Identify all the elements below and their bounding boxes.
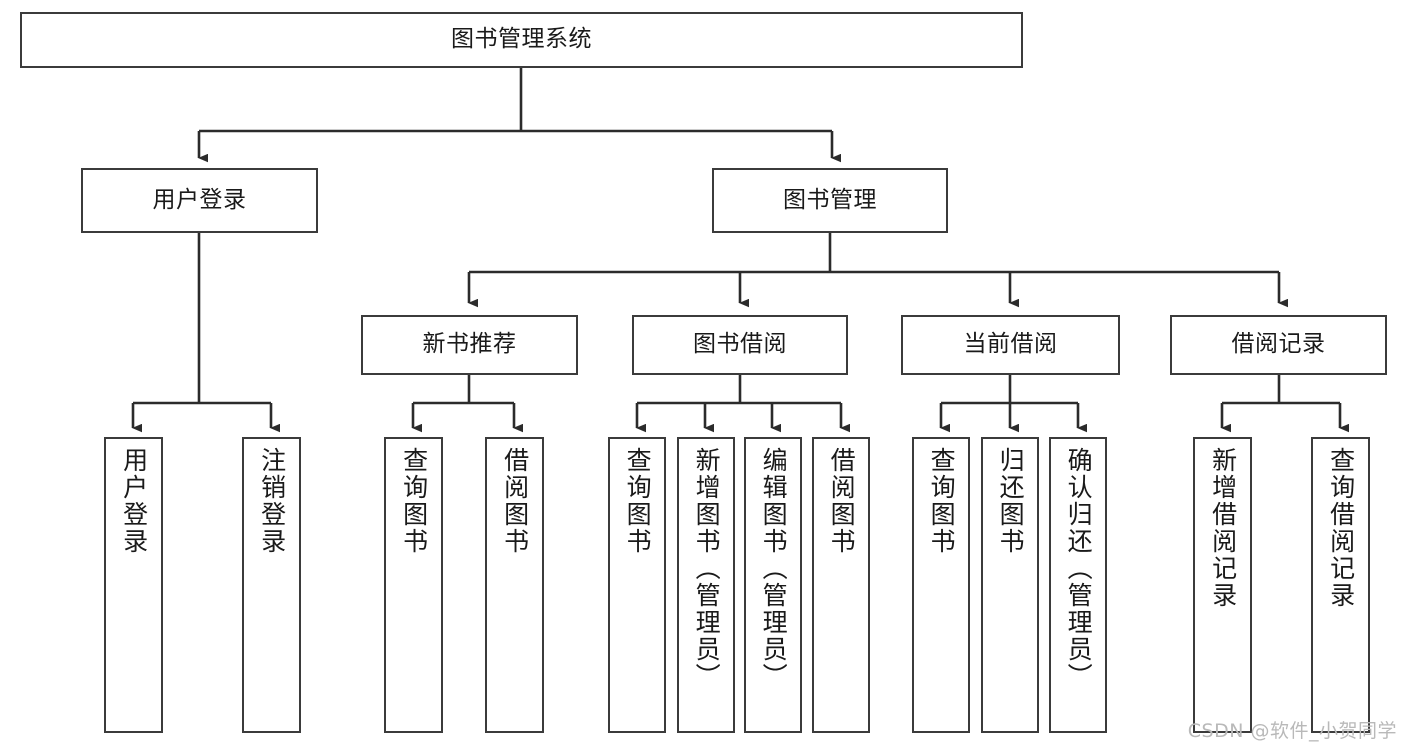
node-current-borrow[interactable]: 当前借阅: [901, 315, 1120, 375]
node-leaf-borrow-edit-book-admin[interactable]: 编辑图书（管理员）: [744, 437, 802, 733]
node-leaf-user-login[interactable]: 用户登录: [104, 437, 163, 733]
node-leaf-borrow-add-book-admin[interactable]: 新增图书（管理员）: [677, 437, 735, 733]
node-leaf-recommend-borrow-book[interactable]: 借阅图书: [485, 437, 544, 733]
node-leaf-recommend-query-book[interactable]: 查询图书: [384, 437, 443, 733]
node-leaf-user-logout[interactable]: 注销登录: [242, 437, 301, 733]
node-label: 用户登录: [152, 186, 247, 213]
node-label: 新增借阅记录: [1208, 447, 1238, 609]
node-label: 图书管理: [783, 186, 877, 213]
watermark-text: CSDN @软件_小贺同学: [1187, 720, 1397, 742]
node-leaf-record-query[interactable]: 查询借阅记录: [1311, 437, 1370, 733]
node-label: 确认归还（管理员）: [1064, 447, 1094, 690]
node-borrow-record[interactable]: 借阅记录: [1170, 315, 1387, 375]
node-leaf-current-query-book[interactable]: 查询图书: [912, 437, 970, 733]
node-label: 借阅图书: [827, 447, 857, 555]
node-label: 用户登录: [119, 447, 149, 555]
node-leaf-current-return-book[interactable]: 归还图书: [981, 437, 1039, 733]
node-label: 查询图书: [927, 447, 957, 555]
node-label: 新书推荐: [422, 331, 517, 358]
node-leaf-record-add[interactable]: 新增借阅记录: [1193, 437, 1252, 733]
node-label: 图书管理系统: [451, 26, 592, 53]
node-book-management[interactable]: 图书管理: [712, 168, 948, 233]
node-label: 查询借阅记录: [1326, 447, 1356, 609]
node-label: 当前借阅: [963, 331, 1058, 358]
node-leaf-borrow-lend-book[interactable]: 借阅图书: [812, 437, 870, 733]
node-leaf-borrow-query-book[interactable]: 查询图书: [608, 437, 666, 733]
node-label: 新增图书（管理员）: [692, 447, 722, 690]
node-user-login[interactable]: 用户登录: [81, 168, 318, 233]
node-new-book-recommendation[interactable]: 新书推荐: [361, 315, 578, 375]
node-label: 查询图书: [623, 447, 653, 555]
node-label: 编辑图书（管理员）: [759, 447, 789, 690]
node-root-book-management-system[interactable]: 图书管理系统: [20, 12, 1023, 68]
node-book-borrow[interactable]: 图书借阅: [632, 315, 848, 375]
node-label: 查询图书: [399, 447, 429, 555]
node-label: 归还图书: [996, 447, 1026, 555]
node-label: 注销登录: [257, 447, 287, 555]
node-label: 借阅记录: [1231, 331, 1326, 358]
node-label: 图书借阅: [693, 331, 787, 358]
node-leaf-current-confirm-return-admin[interactable]: 确认归还（管理员）: [1049, 437, 1107, 733]
node-label: 借阅图书: [500, 447, 530, 555]
